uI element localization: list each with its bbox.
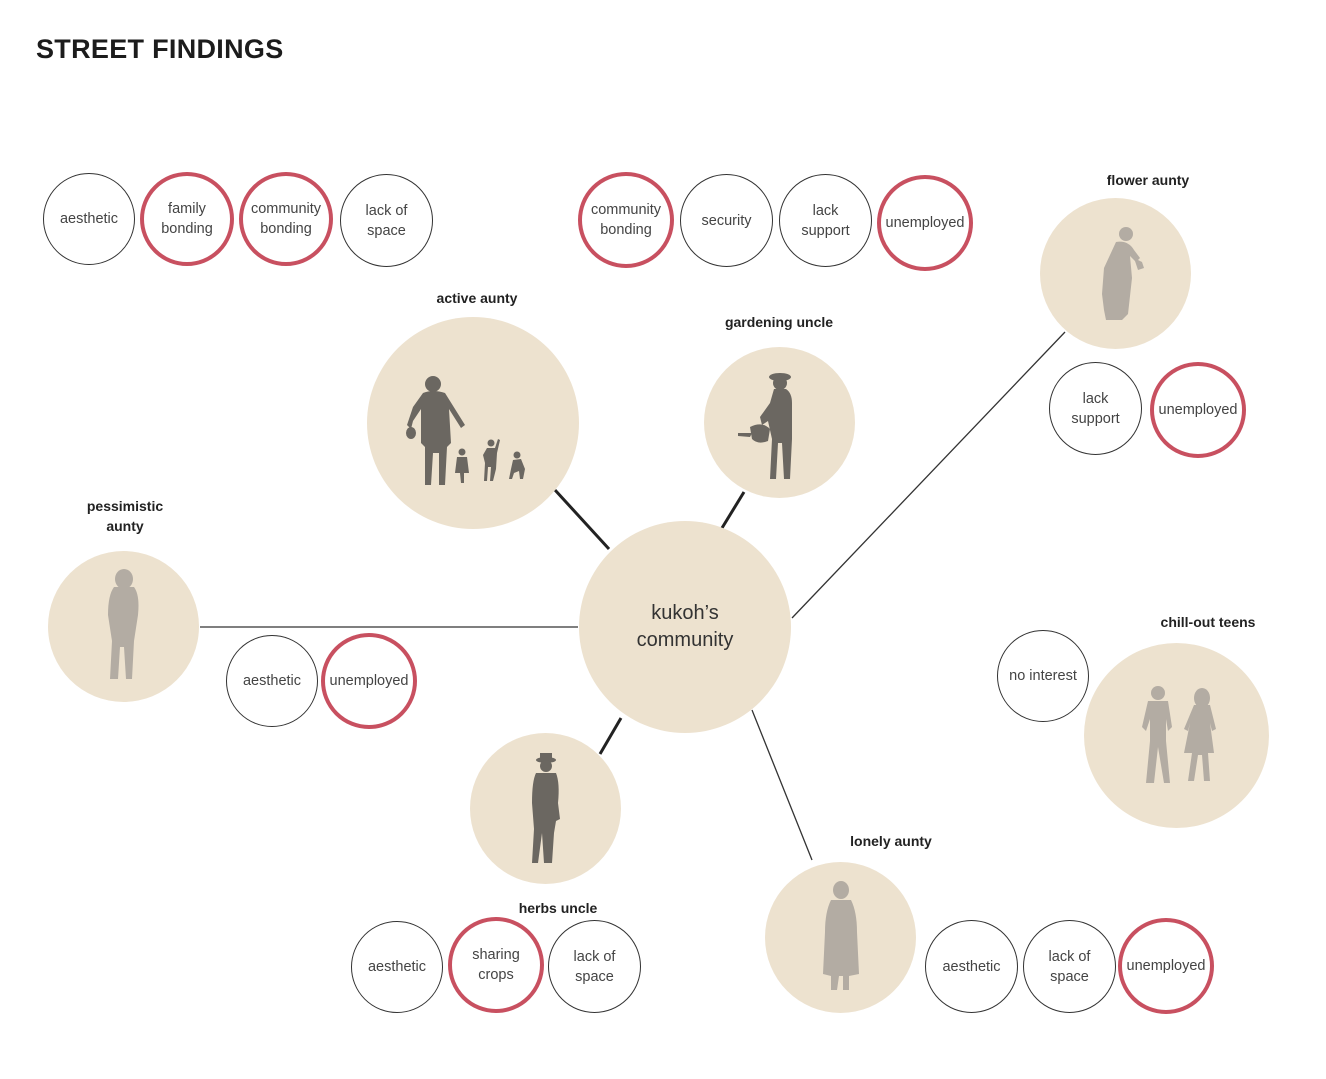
link-active-aunty	[553, 488, 611, 551]
flower-aunty-silhouette-icon	[1102, 227, 1144, 320]
chillout-teens-node	[1084, 643, 1269, 828]
link-herbs-uncle	[598, 717, 623, 755]
tag-no-interest: no interest	[997, 630, 1089, 722]
chillout-teens-silhouette-icon	[1142, 686, 1216, 783]
tag-aesthetic: aesthetic	[351, 921, 443, 1013]
gardening-uncle-node	[704, 347, 855, 498]
tag-aesthetic: aesthetic	[925, 920, 1018, 1013]
pessimistic-aunty-label-line1: pessimistic	[86, 498, 164, 514]
lonely-aunty-node	[765, 862, 916, 1013]
gardening-uncle-label: gardening uncle	[724, 314, 834, 330]
lonely-aunty-silhouette-icon	[823, 881, 859, 990]
link-flower-aunty	[791, 331, 1066, 619]
tag-unemployed: unemployed	[877, 175, 973, 271]
herbs-uncle-silhouette-icon	[532, 753, 560, 863]
active-aunty-node	[367, 317, 579, 529]
link-gardening-uncle	[720, 491, 746, 529]
chillout-teens-label: chill-out teens	[1160, 614, 1256, 630]
gardening-uncle-silhouette-icon	[738, 373, 792, 479]
tag-unemployed: unemployed	[1150, 362, 1246, 458]
flower-aunty-node	[1040, 198, 1191, 349]
center-label-line1: kukoh’s	[651, 602, 719, 624]
pessimistic-aunty-silhouette-icon	[108, 569, 139, 679]
tag-unemployed: unemployed	[1118, 918, 1214, 1014]
tag-aesthetic: aesthetic	[226, 635, 318, 727]
herbs-uncle-node	[470, 733, 621, 884]
tag-unemployed: unemployed	[321, 633, 417, 729]
link-lonely-aunty	[751, 709, 813, 861]
herbs-uncle-label: herbs uncle	[518, 900, 598, 916]
pessimistic-aunty-label-line2: aunty	[106, 518, 144, 534]
active-aunty-label: active aunty	[436, 290, 518, 306]
center-label-line2: community	[636, 629, 734, 651]
active-aunty-silhouette-icon	[406, 376, 525, 485]
tag-aesthetic: aesthetic	[43, 173, 135, 265]
center-node: kukoh’s community	[579, 521, 791, 733]
pessimistic-aunty-node	[48, 551, 199, 702]
tag-security: security	[680, 174, 773, 267]
flower-aunty-label: flower aunty	[1106, 172, 1190, 188]
page-title: STREET FINDINGS	[36, 34, 284, 64]
lonely-aunty-label: lonely aunty	[850, 833, 932, 849]
